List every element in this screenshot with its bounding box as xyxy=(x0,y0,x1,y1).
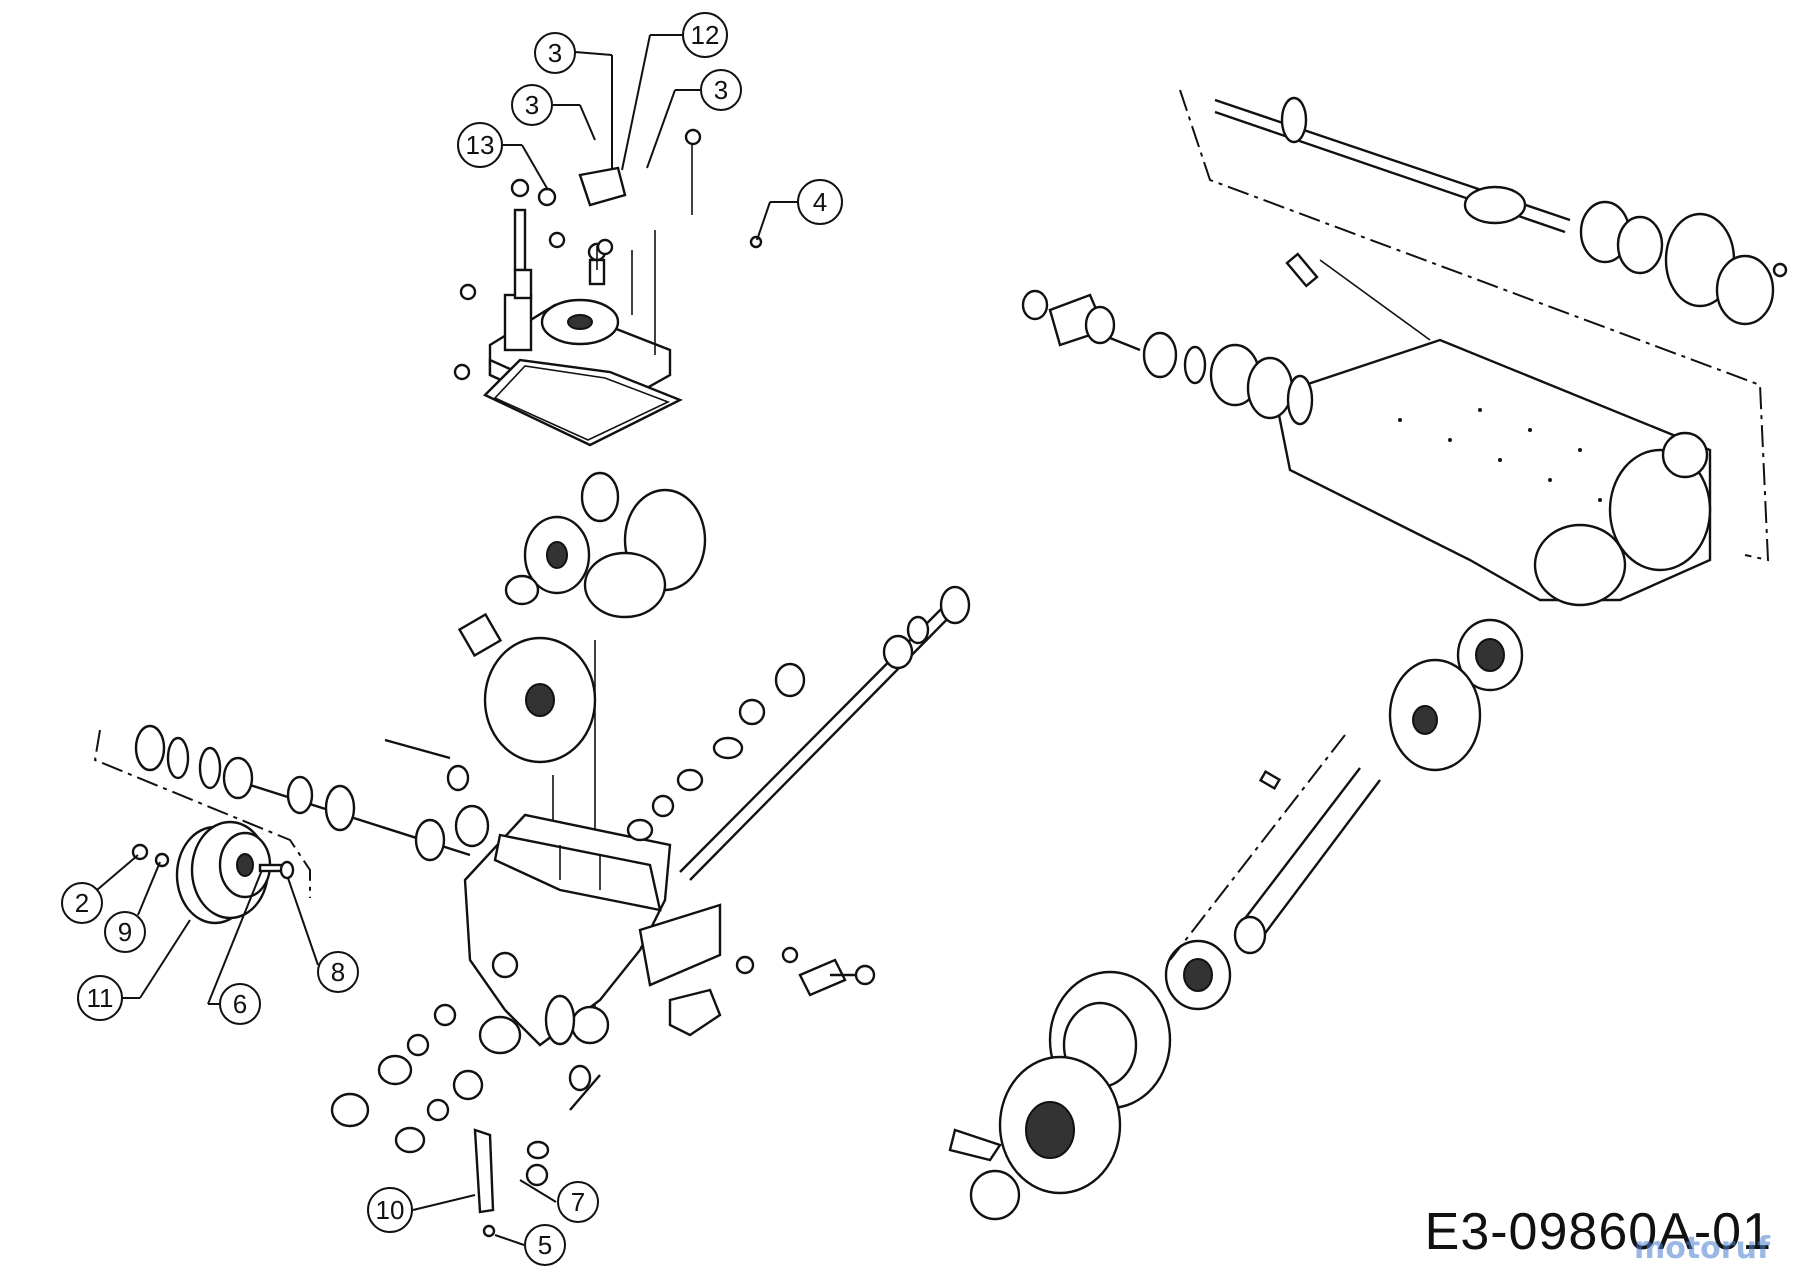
callout-2 xyxy=(61,882,103,924)
callout-3 xyxy=(511,84,553,126)
callout-13-label: 13 xyxy=(466,130,495,160)
callout-6-label: 6 xyxy=(233,989,247,1019)
lower-small-parts xyxy=(330,1003,601,1238)
callout-13 xyxy=(457,122,503,168)
callout-11 xyxy=(77,975,123,1021)
callout-4-label: 4 xyxy=(813,187,827,217)
callout-2-label: 2 xyxy=(75,888,89,918)
callout-10-label: 10 xyxy=(376,1195,405,1225)
lower-right-shaft xyxy=(948,618,1524,1221)
callout-9 xyxy=(104,911,146,953)
callout-3-label: 3 xyxy=(525,90,539,120)
callout-12-label: 12 xyxy=(691,20,720,50)
callout-11-label: 11 xyxy=(87,983,114,1013)
upper-shaft-assembly xyxy=(1179,89,1788,562)
callout-8 xyxy=(317,951,359,993)
callout-6 xyxy=(219,983,261,1025)
gear-cover-assembly xyxy=(453,128,763,447)
callout-7-label: 7 xyxy=(571,1187,585,1217)
callout-5-label: 5 xyxy=(538,1230,552,1260)
callout-12 xyxy=(682,12,728,58)
callout-7 xyxy=(557,1181,599,1223)
inner-shaft-parts xyxy=(1021,289,1314,426)
callout-4 xyxy=(797,179,843,225)
callout-3-label: 3 xyxy=(548,38,562,68)
drawing-code: E3-09860A-01 xyxy=(1424,1203,1772,1261)
callout-8-label: 8 xyxy=(331,957,345,987)
callout-5 xyxy=(524,1224,566,1266)
shift-shaft xyxy=(384,585,971,1037)
callout-10 xyxy=(367,1187,413,1233)
callouts: 3 12 3 3 13 4 2 9 8 11 xyxy=(61,12,843,1266)
pulley xyxy=(131,820,295,925)
callout-3 xyxy=(700,69,742,111)
callout-3-label: 3 xyxy=(714,75,728,105)
callout-3 xyxy=(534,32,576,74)
callout-9-label: 9 xyxy=(118,917,132,947)
watermark-logo: motoruf xyxy=(1633,1231,1770,1266)
gearbox-housing xyxy=(463,813,722,1047)
worm-shaft-left xyxy=(93,724,490,898)
gear-set xyxy=(457,471,707,1040)
axle-housing xyxy=(1273,252,1712,607)
